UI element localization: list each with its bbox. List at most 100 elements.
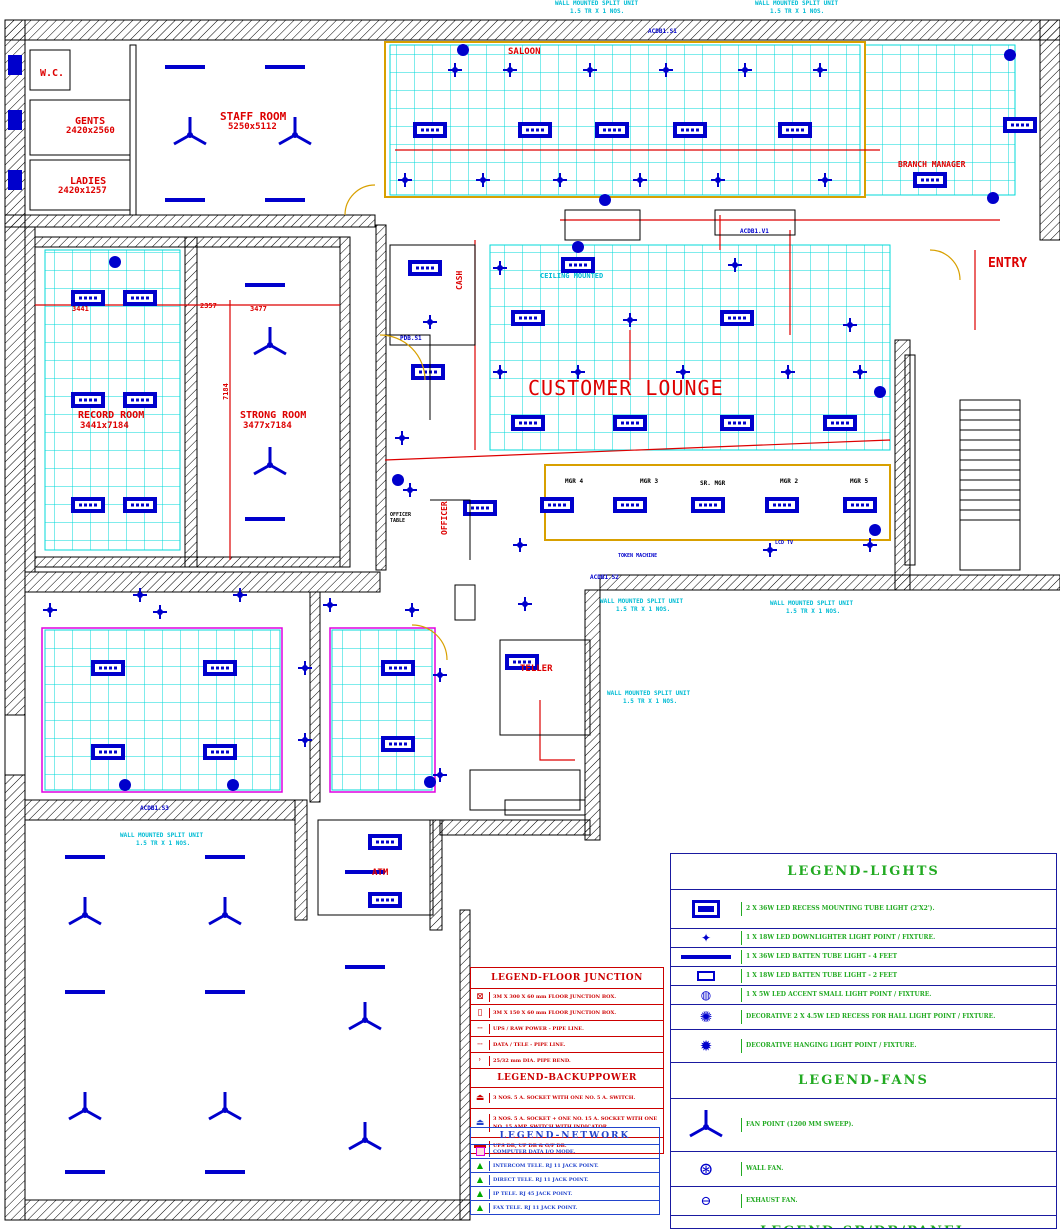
legend-sb-title: LEGEND-SB/DB/PANEL xyxy=(671,1215,1056,1228)
ac-note-1: WALL MOUNTED SPLIT UNIT xyxy=(555,0,639,7)
socket-5a-icon: ⏏ xyxy=(475,1093,485,1103)
legend-row: ✦ 1 X 18W LED DOWNLIGHTER LIGHT POINT / … xyxy=(671,928,1056,947)
room-label-saloon: SALOON xyxy=(508,47,541,57)
ac-note-5: WALL MOUNTED SPLIT UNIT xyxy=(607,690,691,697)
pipe-bend-icon: ˒ xyxy=(478,1055,482,1066)
room-label-branch-manager: BRANCH MANAGER xyxy=(898,160,966,169)
cabin-label-5: MGR 5 xyxy=(850,478,869,485)
ceiling-grids xyxy=(41,41,1016,793)
ac-note-5b: 1.5 TR X 1 NOS. xyxy=(623,698,678,705)
room-label-strong-room: STRONG ROOM xyxy=(240,410,307,421)
data-pipe-icon: ┄ xyxy=(477,1039,483,1050)
db-label-2: ACDB1.S2 xyxy=(590,574,619,581)
legend-row: 1 X 36W LED BATTEN TUBE LIGHT - 4 FEET xyxy=(671,947,1056,966)
cabin-label-2: MGR 2 xyxy=(780,478,799,485)
data-io-icon xyxy=(471,1147,489,1156)
room-label-wc: W.C. xyxy=(40,68,65,79)
wall-fan-icon: ⊛ xyxy=(698,1158,714,1180)
downlighter-icon: ✦ xyxy=(700,931,712,945)
cabin-label-3: MGR 3 xyxy=(640,478,659,485)
room-label-gents: GENTS xyxy=(75,116,106,127)
room-label-ladies: LADIES xyxy=(70,176,107,187)
legend-floor-junction: LEGEND-FLOOR JUNCTION ⊠3M X 300 X 60 mm … xyxy=(470,967,664,1154)
ac-note-3: WALL MOUNTED SPLIT UNIT xyxy=(600,598,684,605)
blue-dots xyxy=(109,44,1016,791)
lcd-tv-label: LCD TV xyxy=(775,540,794,546)
ip-tele-icon: ▲ xyxy=(476,1189,484,1198)
legend-network: LEGEND-NETWORK COMPUTER DATA I/O MODE. ▲… xyxy=(470,1127,660,1215)
room-dim-strong-room: 3477x7184 xyxy=(243,421,292,431)
ac-note-1b: 1.5 TR X 1 NOS. xyxy=(570,8,625,15)
db-label-4: ACDB1.V1 xyxy=(740,228,769,235)
cabin-label-1: SR. MGR xyxy=(700,480,726,487)
hanging-light-icon: ✹ xyxy=(699,1037,713,1055)
ac-note-2b: 1.5 TR X 1 NOS. xyxy=(770,8,825,15)
ups-pipe-icon: ╌ xyxy=(477,1023,483,1034)
officer-table-label: OFFICER TABLE xyxy=(390,512,412,524)
room-label-atm: ATM xyxy=(372,868,389,878)
db-label-5: PDB.S1 xyxy=(400,335,422,342)
fax-tele-icon: ▲ xyxy=(476,1203,484,1212)
room-label-teller: TELLER xyxy=(520,664,553,674)
direct-tele-icon: ▲ xyxy=(476,1175,484,1184)
accent-light-icon: ◍ xyxy=(700,988,712,1002)
dim-label-4: 7184 xyxy=(222,383,230,400)
ac-note-4b: 1.5 TR X 1 NOS. xyxy=(786,608,841,615)
legend-network-title: LEGEND-NETWORK xyxy=(499,1131,631,1141)
decorative-light-icon: ✺ xyxy=(699,1008,713,1026)
intercom-icon: ▲ xyxy=(476,1161,484,1170)
ac-note-2: WALL MOUNTED SPLIT UNIT xyxy=(755,0,839,7)
fan-icon xyxy=(671,1110,741,1140)
floor-box-large-icon: ⊠ xyxy=(476,991,484,1002)
dim-label-1: 3441 xyxy=(72,305,89,313)
legend-row: 2 X 36W LED RECESS MOUNTING TUBE LIGHT (… xyxy=(671,889,1056,928)
room-label-cash: CASH xyxy=(455,270,464,290)
token-machine-label: TOKEN MACHINE xyxy=(618,553,658,559)
legend-row: ⊛ WALL FAN. xyxy=(671,1151,1056,1186)
ac-note-6: WALL MOUNTED SPLIT UNIT xyxy=(120,832,204,839)
legend-lights-title: LEGEND-LIGHTS xyxy=(787,864,940,879)
room-dim-record-room: 3441x7184 xyxy=(80,421,129,431)
legend-row: 1 X 18W LED BATTEN TUBE LIGHT - 2 FEET xyxy=(671,966,1056,985)
room-dim-gents: 2420x2560 xyxy=(66,126,115,136)
floor-box-small-icon: ▯ xyxy=(477,1007,483,1018)
ac-note-ceiling: CEILING MOUNTED xyxy=(540,272,604,280)
ac-note-3b: 1.5 TR X 1 NOS. xyxy=(616,606,671,613)
db-label-3: ACDB1.S3 xyxy=(140,805,169,812)
room-dim-staff-room: 5250x5112 xyxy=(228,122,277,132)
legend-floor-title: LEGEND-FLOOR JUNCTION xyxy=(491,973,643,983)
db-label-1: ACDB1.S1 xyxy=(648,28,677,35)
toilet-block xyxy=(8,44,137,216)
dim-label-2: 3477 xyxy=(250,305,267,313)
legend-row: FAN POINT (1200 MM SWEEP). xyxy=(671,1098,1056,1151)
socket-15a-icon: ⏏ xyxy=(475,1118,485,1128)
room-label-entry: ENTRY xyxy=(988,256,1028,271)
legend-row: ✺ DECORATIVE 2 X 4.5W LED RECESS FOR HAL… xyxy=(671,1004,1056,1029)
legend-backup-title: LEGEND-BACKUPPOWER xyxy=(471,1068,663,1087)
exhaust-fan-icon: ⊖ xyxy=(700,1193,712,1209)
stairs xyxy=(960,409,1020,521)
outer-walls xyxy=(4,19,1060,1221)
ac-note-6b: 1.5 TR X 1 NOS. xyxy=(136,840,191,847)
legend-fans-title: LEGEND-FANS xyxy=(671,1062,1056,1098)
batten-lights xyxy=(65,65,385,1174)
legend-row: ◍ 1 X 5W LED ACCENT SMALL LIGHT POINT / … xyxy=(671,985,1056,1004)
room-dim-ladies: 2420x1257 xyxy=(58,186,107,196)
room-label-officer: OFFICER xyxy=(440,501,449,535)
room-label-staff-room: STAFF ROOM xyxy=(220,110,287,123)
ups-db-icon xyxy=(471,1143,489,1148)
recess-light-icon xyxy=(671,900,741,918)
room-label-customer-lounge: CUSTOMER LOUNGE xyxy=(528,376,724,400)
legend-lights: LEGEND-LIGHTS 2 X 36W LED RECESS MOUNTIN… xyxy=(670,853,1057,1229)
ac-note-4: WALL MOUNTED SPLIT UNIT xyxy=(770,600,854,607)
dim-label-3: 2357 xyxy=(200,302,217,310)
doors xyxy=(344,184,961,661)
legend-row: ✹ DECORATIVE HANGING LIGHT POINT / FIXTU… xyxy=(671,1029,1056,1062)
batten-2ft-icon xyxy=(671,971,741,981)
cabin-partitions xyxy=(317,209,1021,916)
legend-row: ⊖ EXHAUST FAN. xyxy=(671,1186,1056,1215)
room-label-record-room: RECORD ROOM xyxy=(78,410,145,421)
batten-4ft-icon xyxy=(671,955,741,959)
cabin-label-4: MGR 4 xyxy=(565,478,584,485)
